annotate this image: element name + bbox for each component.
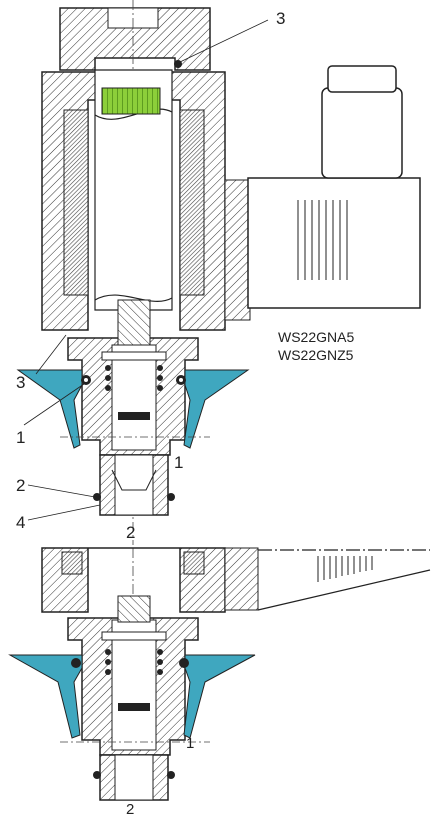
connector-plug: [247, 177, 421, 309]
cavity-right: [183, 369, 250, 449]
coil-winding-right: [179, 109, 205, 296]
model-code-1: WS22GNA5: [278, 329, 354, 345]
callout-port-bottom-left: 2: [16, 476, 25, 495]
lower-cavity-right: [183, 654, 256, 739]
connector-ribs: [297, 200, 348, 280]
callout-lower-seal: 4: [16, 513, 25, 532]
callout-leaders: [23, 19, 269, 521]
top-nut: [59, 7, 211, 71]
manual-override-knob: [101, 87, 161, 115]
armature-tube: [94, 69, 173, 311]
lower-callout-port-1: 1: [186, 735, 194, 752]
callout-port-right: 1: [174, 453, 183, 472]
connector-cap: [327, 65, 397, 93]
model-code-2: WS22GNZ5: [278, 347, 354, 363]
lower-valve-assembly: [8, 547, 431, 801]
callout-port-left: 1: [16, 428, 25, 447]
connector-box: [224, 179, 251, 321]
valve-bore: [111, 344, 157, 451]
lower-connector-ribs: [317, 556, 373, 582]
lower-cavity-left: [8, 654, 83, 739]
lower-callout-port-2: 2: [126, 801, 134, 818]
upper-valve-assembly: [16, 0, 421, 545]
callout-top-seal: 3: [276, 9, 285, 28]
connector-top: [321, 87, 403, 179]
coil-winding-left: [63, 109, 89, 296]
spring: [105, 365, 163, 391]
cavity-left: [16, 369, 83, 449]
callout-port-bottom-center: 2: [126, 523, 135, 542]
callout-left-seal: 3: [16, 373, 25, 392]
spool: [117, 299, 151, 346]
nozzle-o-ring: [93, 493, 101, 501]
